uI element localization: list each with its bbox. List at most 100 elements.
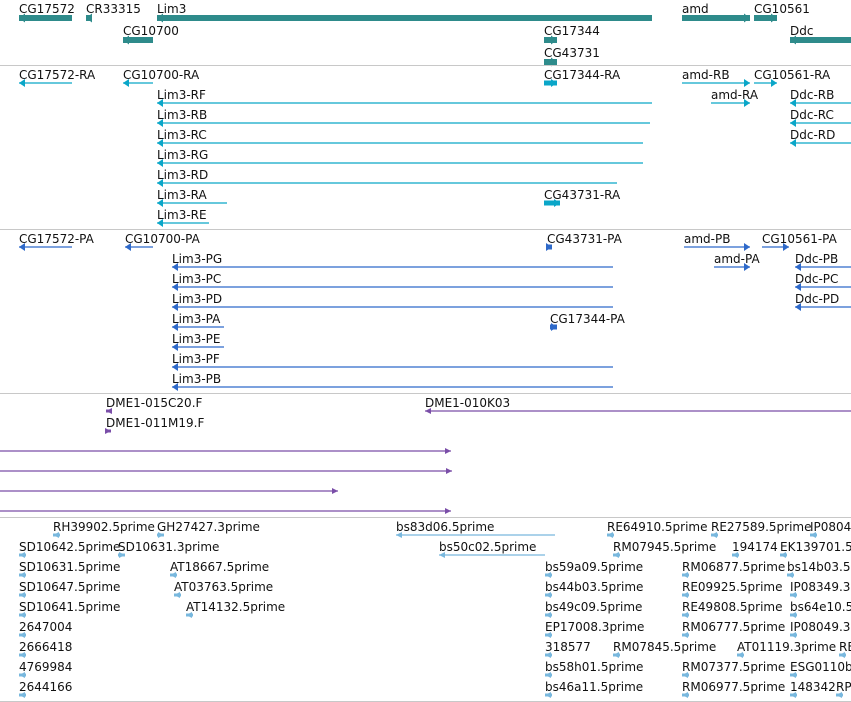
gene-feature[interactable]: CG17344 — [544, 24, 600, 45]
protein-feature[interactable]: CG17344-PA — [550, 312, 626, 331]
transcript-feature[interactable]: Ddc-RD — [790, 128, 851, 147]
est-feature[interactable]: RE49808.5prime — [682, 600, 783, 618]
est-feature[interactable]: bs64e10.5 — [790, 600, 851, 618]
clone-feature[interactable]: DME1-010K03 — [425, 396, 851, 414]
transcript-feature[interactable]: CG10700-RA — [123, 68, 200, 87]
est-feature[interactable]: SD10642.5prime — [19, 540, 120, 558]
gene-feature[interactable]: CG43731 — [544, 46, 600, 67]
est-feature[interactable]: bs58h01.5prime — [545, 660, 643, 678]
est-feature[interactable]: EP17008.3prime — [545, 620, 644, 638]
protein-feature[interactable]: CG17572-PA — [19, 232, 95, 251]
est-feature[interactable]: RE — [839, 640, 851, 658]
transcript-feature[interactable]: Lim3-RD — [157, 168, 617, 187]
est-feature[interactable]: 318577 — [545, 640, 591, 658]
gene-feature[interactable]: amd — [682, 2, 750, 23]
est-feature[interactable]: AT03763.5prime — [174, 580, 273, 598]
est-feature[interactable]: bs83d06.5prime — [396, 520, 555, 538]
est-feature[interactable]: 194174 — [732, 540, 778, 558]
clone-feature[interactable] — [0, 448, 451, 454]
protein-feature[interactable]: amd-PB — [684, 232, 750, 251]
est-feature[interactable]: bs50c02.5prime — [439, 540, 545, 558]
protein-feature[interactable]: Lim3-PA — [172, 312, 224, 331]
est-feature[interactable]: RE64910.5prime — [607, 520, 708, 538]
protein-feature[interactable]: Lim3-PC — [172, 272, 613, 291]
transcript-feature[interactable]: Ddc-RB — [790, 88, 851, 107]
est-feature[interactable]: AT14132.5prime — [186, 600, 285, 618]
est-feature[interactable]: EK139701.5 — [780, 540, 851, 558]
clone-feature[interactable]: DME1-011M19.F — [105, 416, 204, 434]
protein-feature[interactable]: Ddc-PB — [795, 252, 851, 271]
est-feature[interactable]: SD10631.3prime — [118, 540, 219, 558]
est-feature[interactable]: RP — [836, 680, 851, 698]
protein-feature[interactable]: Lim3-PD — [172, 292, 613, 311]
est-feature[interactable]: bs46a11.5prime — [545, 680, 643, 698]
est-feature[interactable]: 148342 — [790, 680, 836, 698]
est-feature[interactable]: 2644166 — [19, 680, 72, 698]
gene-feature[interactable]: Lim3 — [157, 2, 652, 23]
gene-feature[interactable]: CG10700 — [123, 24, 179, 45]
transcript-feature[interactable]: Lim3-RG — [157, 148, 643, 167]
transcript-feature[interactable]: Lim3-RB — [157, 108, 650, 127]
transcript-feature[interactable]: CG17572-RA — [19, 68, 96, 87]
protein-feature[interactable]: Ddc-PD — [795, 292, 851, 311]
est-feature[interactable]: RE27589.5prime — [711, 520, 812, 538]
est-feature[interactable]: RH39902.5prime — [53, 520, 155, 538]
clone-feature[interactable]: DME1-015C20.F — [106, 396, 203, 414]
protein-feature[interactable]: Lim3-PE — [172, 332, 224, 351]
protein-feature[interactable]: Ddc-PC — [795, 272, 851, 291]
est-feature[interactable]: SD10647.5prime — [19, 580, 120, 598]
transcript-feature[interactable]: amd-RB — [682, 68, 750, 87]
protein-feature[interactable]: CG10561-PA — [762, 232, 838, 251]
arrow-right-icon — [744, 243, 750, 251]
est-feature[interactable]: RM07845.5prime — [613, 640, 716, 658]
protein-feature[interactable]: Lim3-PB — [172, 372, 613, 391]
est-feature[interactable]: RM07945.5prime — [613, 540, 716, 558]
est-feature[interactable]: RM06877.5prime — [682, 560, 785, 578]
est-feature[interactable]: 2666418 — [19, 640, 72, 658]
feature-label: Lim3-RD — [157, 168, 208, 182]
transcript-feature[interactable]: Lim3-RA — [157, 188, 227, 207]
est-feature[interactable]: IP0804 — [810, 520, 851, 538]
protein-feature[interactable]: amd-PA — [714, 252, 760, 271]
est-feature[interactable]: IP08349.3 — [790, 580, 850, 598]
est-feature[interactable]: 2647004 — [19, 620, 72, 638]
transcript-feature[interactable]: Lim3-RE — [157, 208, 209, 227]
est-feature[interactable]: SD10641.5prime — [19, 600, 120, 618]
est-feature[interactable]: bs49c09.5prime — [545, 600, 642, 618]
transcript-feature[interactable]: CG43731-RA — [544, 188, 621, 207]
gene-feature[interactable]: CG17572 — [19, 2, 75, 23]
transcript-feature[interactable]: Ddc-RC — [790, 108, 851, 127]
transcript-feature[interactable]: CG17344-RA — [544, 68, 621, 87]
est-feature[interactable]: RM06777.5prime — [682, 620, 785, 638]
gene-feature[interactable]: Ddc — [790, 24, 851, 45]
est-feature[interactable]: AT18667.5prime — [170, 560, 269, 578]
protein-feature[interactable]: CG10700-PA — [125, 232, 201, 251]
est-feature[interactable]: IP08049.3 — [790, 620, 850, 638]
est-feature[interactable]: GH27427.3prime — [157, 520, 260, 538]
transcript-feature[interactable]: Lim3-RC — [157, 128, 643, 147]
gene-feature[interactable]: CG10561 — [754, 2, 810, 23]
est-feature[interactable]: 4769984 — [19, 660, 72, 678]
feature-body — [544, 80, 557, 86]
est-feature[interactable]: RM07377.5prime — [682, 660, 785, 678]
clone-feature[interactable] — [0, 468, 452, 474]
est-feature[interactable]: AT01119.3prime — [737, 640, 836, 658]
clone-feature[interactable] — [0, 488, 338, 494]
feature-label: amd-RB — [682, 68, 730, 82]
transcript-feature[interactable]: Lim3-RF — [157, 88, 652, 107]
protein-feature[interactable]: Lim3-PG — [172, 252, 613, 271]
feature-label: SD10631.5prime — [19, 560, 120, 574]
est-feature[interactable]: bs14b03.5 — [787, 560, 850, 578]
protein-feature[interactable]: CG43731-PA — [546, 232, 623, 251]
clone-feature[interactable] — [0, 508, 451, 514]
est-feature[interactable]: SD10631.5prime — [19, 560, 120, 578]
est-feature[interactable]: bs44b03.5prime — [545, 580, 643, 598]
gene-feature[interactable]: CR33315 — [86, 2, 141, 23]
est-feature[interactable]: RM06977.5prime — [682, 680, 785, 698]
transcript-feature[interactable]: CG10561-RA — [754, 68, 831, 87]
est-feature[interactable]: ESG0110b — [790, 660, 851, 678]
protein-feature[interactable]: Lim3-PF — [172, 352, 613, 371]
est-feature[interactable]: RE09925.5prime — [682, 580, 783, 598]
transcript-feature[interactable]: amd-RA — [711, 88, 759, 107]
est-feature[interactable]: bs59a09.5prime — [545, 560, 643, 578]
